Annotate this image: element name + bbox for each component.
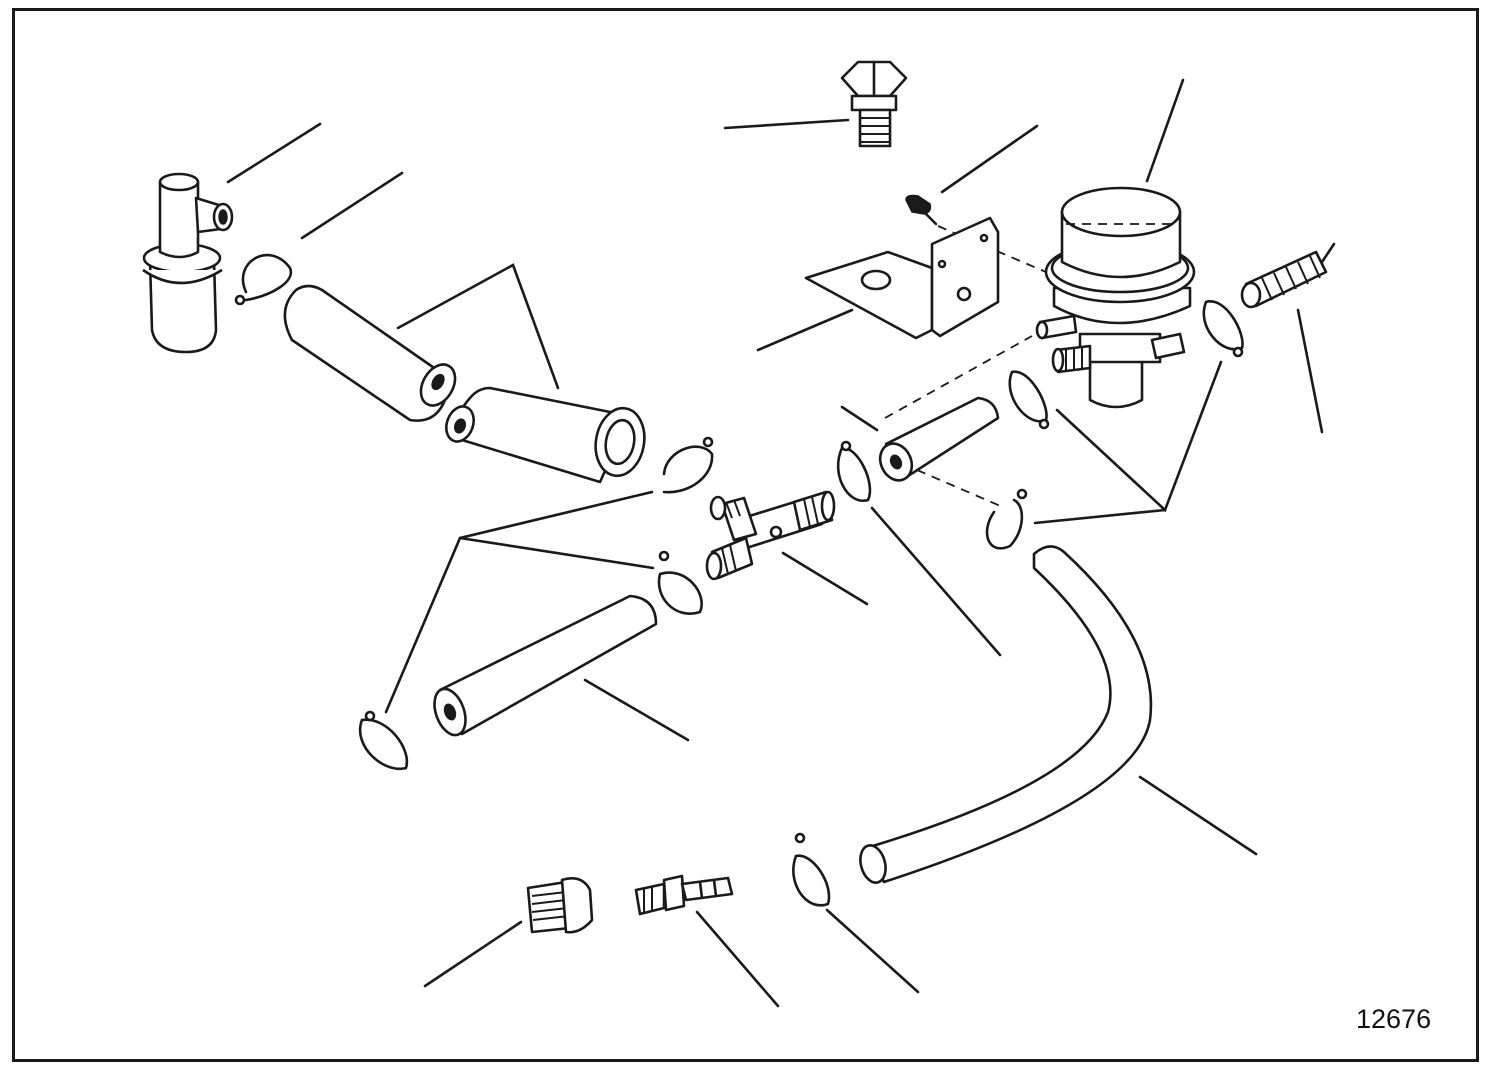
tee-fitting	[705, 490, 836, 581]
leader-line-hoses	[396, 263, 560, 390]
long-curved-hose	[859, 545, 1153, 884]
top-left-clamp	[234, 253, 293, 306]
mounting-bracket	[804, 216, 1000, 340]
leader-line-bolt	[723, 118, 850, 130]
clamp-pump-left	[1008, 370, 1050, 430]
leader-line-barb-fitting	[695, 910, 780, 1008]
leader-line-lower-clamp	[1033, 508, 1167, 525]
alignment-line-lower	[916, 469, 1006, 509]
leader-line-screw	[940, 124, 1039, 194]
clamp-bottom	[792, 832, 831, 907]
clamp-upper-tee	[662, 436, 714, 494]
alignment-line-upper	[884, 335, 1033, 419]
threaded-plug	[526, 877, 594, 934]
leader-line-plug	[423, 920, 523, 988]
leader-line-bottom-clamp	[825, 908, 920, 994]
bolt	[840, 60, 908, 148]
clamp-center	[836, 440, 872, 502]
clamp-lower-left	[358, 710, 409, 771]
leader-line-bracket	[756, 308, 854, 352]
leader-line-long-hose	[1138, 775, 1258, 856]
leader-line-tee-clamp	[458, 536, 655, 570]
leader-line-center-clamp	[870, 506, 1002, 657]
lower-left-hose	[433, 594, 658, 737]
leader-line-top-clamp	[300, 171, 404, 240]
clamp-pump-right	[1202, 300, 1244, 358]
leader-line-vacuum-pump	[1145, 78, 1185, 183]
vacuum-pump	[1035, 186, 1196, 409]
leader-line-filter	[1296, 308, 1324, 434]
screw	[905, 194, 938, 226]
leader-line-lower-hose	[583, 678, 690, 742]
short-hose	[878, 396, 1000, 482]
elbow-fitting	[142, 172, 234, 354]
leader-line-short-hose	[840, 405, 879, 432]
clamp-lower-right	[985, 488, 1028, 550]
leader-line-elbow-fitting	[226, 122, 322, 184]
filter-element	[1240, 242, 1336, 309]
upper-hose-left	[283, 284, 457, 422]
clamp-tee-left	[657, 550, 703, 615]
leader-lines	[226, 78, 1324, 1008]
barb-fitting	[634, 874, 734, 916]
leader-line-tee	[781, 551, 869, 606]
figure-number: 12676	[1356, 1004, 1432, 1034]
upper-hose-right	[445, 386, 646, 484]
